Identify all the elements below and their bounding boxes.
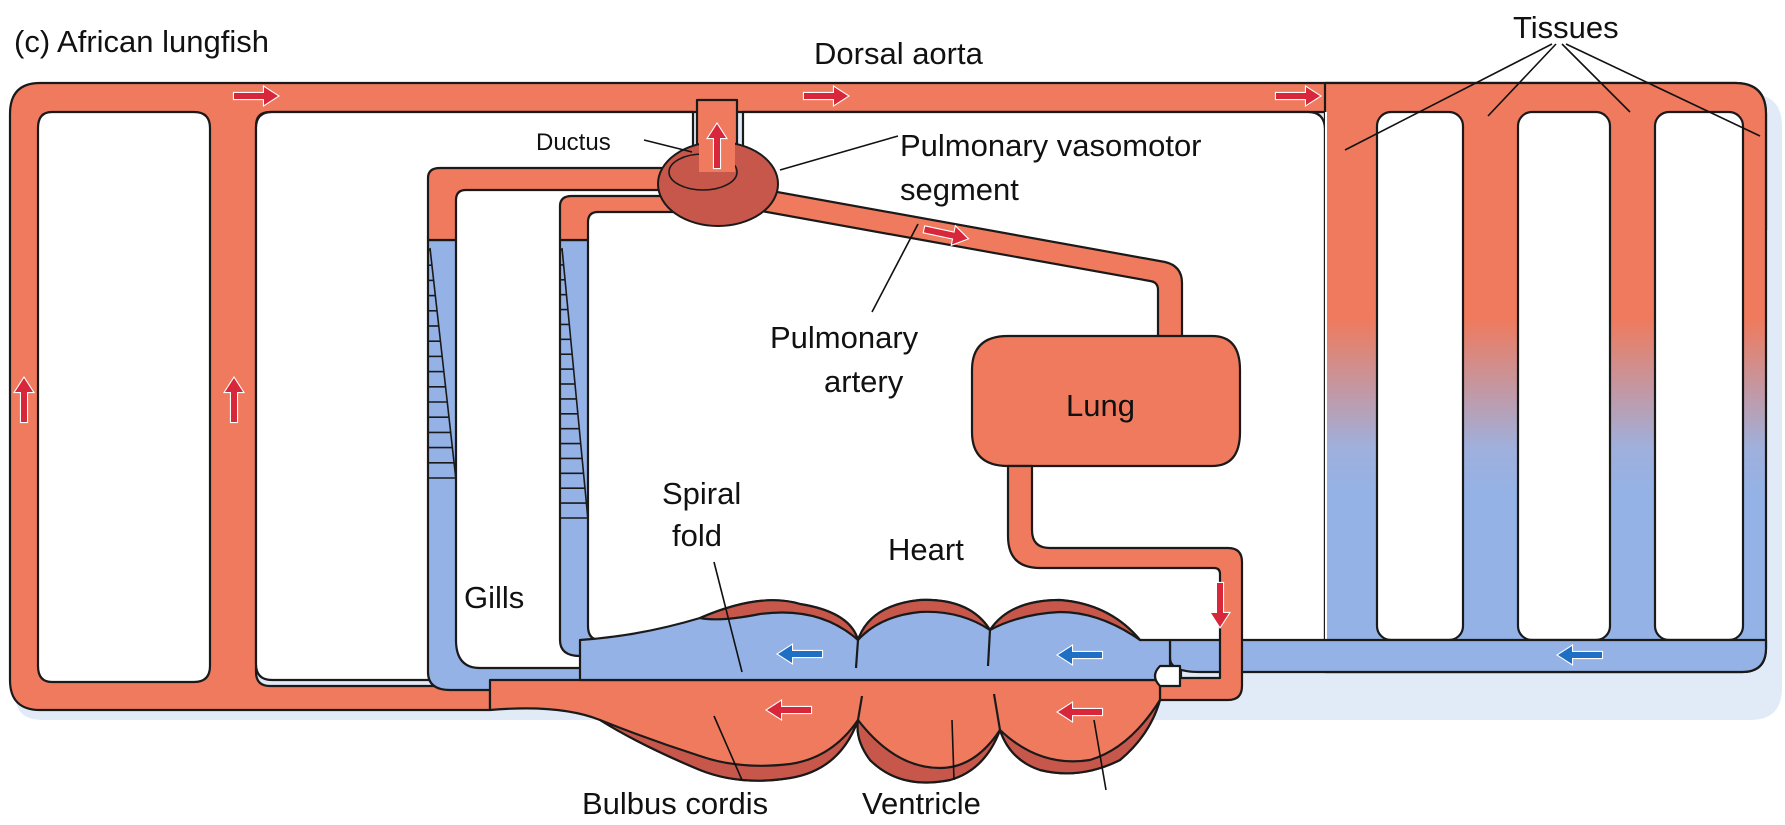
spiral-fold-label-2: fold: [672, 518, 722, 553]
pulmonary-vasomotor-label-2: segment: [900, 172, 1019, 207]
vena-cava-vessel: [1170, 640, 1766, 672]
heart-label: Heart: [888, 532, 964, 567]
dorsal-aorta-label: Dorsal aorta: [814, 36, 984, 71]
lung-label: Lung: [1066, 388, 1135, 423]
tissue-beds: [1325, 83, 1766, 672]
pulmonary-vasomotor-label-1: Pulmonary vasomotor: [900, 128, 1202, 163]
venous-return: [1170, 640, 1766, 672]
tissue-left-edge: [1325, 112, 1327, 658]
pulmonary-artery-label-2: artery: [824, 364, 904, 399]
gills-label: Gills: [464, 580, 524, 615]
ductus-label: Ductus: [536, 129, 611, 156]
tissues-label: Tissues: [1513, 10, 1619, 45]
left-window: [38, 112, 210, 682]
ventricle-label: Ventricle: [862, 786, 981, 821]
spiral-fold-label-1: Spiral: [662, 476, 741, 511]
tissue-window-1: [1377, 112, 1463, 640]
sinus-inflow: [1155, 666, 1180, 686]
panel-title: (c) African lungfish: [14, 24, 269, 59]
bulbus-cordis-label: Bulbus cordis: [582, 786, 768, 821]
tissue-window-2: [1518, 112, 1610, 640]
pulmonary-artery-label-1: Pulmonary: [770, 320, 919, 355]
tissue-window-3: [1655, 112, 1743, 640]
